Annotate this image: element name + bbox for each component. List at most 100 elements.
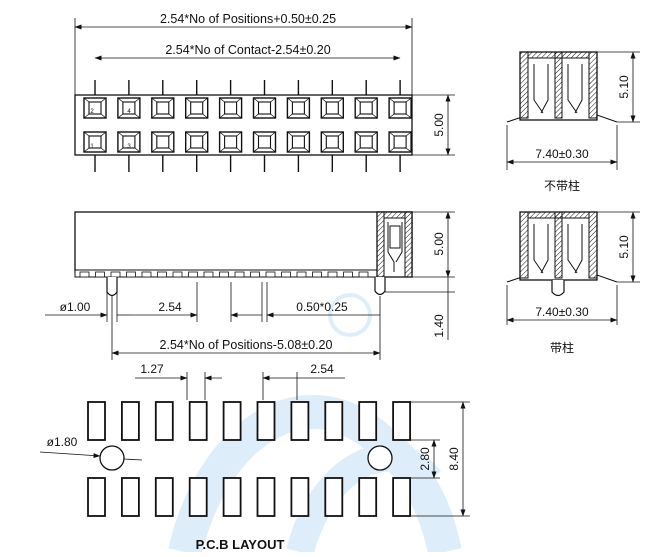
contact-cell-inner — [122, 135, 136, 149]
contact-cell-inner — [190, 101, 204, 115]
cell-chamfer — [304, 113, 310, 119]
cell-chamfer — [134, 97, 141, 103]
cell-chamfer — [134, 131, 141, 137]
cell-chamfer — [270, 147, 276, 153]
cell-chamfer — [117, 97, 124, 103]
standoff-tooth — [188, 271, 198, 278]
pcb-pad-bottom — [188, 477, 208, 517]
cell-chamfer — [202, 113, 208, 119]
cell-chamfer — [253, 113, 259, 119]
contact-cell-inner — [190, 135, 204, 149]
standoff-tooth — [312, 271, 322, 278]
cell-chamfer — [388, 147, 395, 153]
pcb-row-gap-dim: 2.80 — [418, 447, 432, 471]
standoff-tooth — [203, 271, 214, 278]
right-peg — [374, 277, 386, 296]
cell-chamfer — [287, 131, 293, 137]
pcb-pad-bottom — [256, 477, 276, 517]
cell-chamfer — [270, 113, 276, 119]
pcb-pad-width-dim: 1.27 — [140, 362, 164, 376]
end-view-no-post: 5.10 7.40±0.30 不带柱 — [506, 51, 640, 193]
cell-chamfer — [185, 131, 191, 137]
contact-cell-inner — [156, 101, 170, 115]
end-top-caption: 不带柱 — [544, 178, 580, 193]
cell-chamfer — [219, 113, 225, 119]
contact-cell-inner — [359, 135, 373, 149]
end-top-width-dim: 7.40±0.30 — [535, 147, 589, 161]
standoff-tooth — [250, 271, 260, 278]
end-view-post — [551, 280, 565, 297]
contact-cell-inner — [122, 101, 136, 115]
cell-chamfer — [354, 131, 361, 137]
standoff-tooth — [281, 271, 291, 278]
cell-chamfer — [371, 131, 378, 137]
cell-chamfer — [151, 147, 158, 153]
pcb-pad-top — [290, 401, 310, 441]
pcb-pad-top — [256, 401, 276, 441]
cell-chamfer — [253, 97, 259, 103]
contact-cell-inner — [257, 101, 272, 115]
cell-chamfer — [83, 113, 90, 119]
contact-cell-inner — [359, 101, 373, 115]
side-view-section — [376, 211, 413, 278]
pcb-pad-bottom — [154, 477, 174, 517]
cell-chamfer — [83, 131, 90, 137]
contact-span-dim: 2.54*No of Contact-2.54±0.20 — [165, 43, 330, 57]
cell-chamfer — [321, 113, 327, 119]
cell-chamfer — [168, 97, 175, 103]
cell-chamfer — [236, 131, 242, 137]
cell-chamfer — [405, 131, 412, 137]
top-view-contacts — [83, 97, 412, 153]
end-bottom-caption: 带柱 — [550, 340, 574, 355]
pcb-pad-top — [324, 401, 344, 441]
pcb-pad-top — [121, 401, 140, 441]
contact-cell-inner — [88, 101, 102, 115]
cell-chamfer — [151, 113, 158, 119]
pcb-pad-top — [154, 401, 174, 441]
pcb-pad-bottom — [87, 477, 106, 517]
standoff-tooth — [219, 271, 229, 278]
side-view: 5.00 1.40 ø1.00 2.54 0.50*0.25 2.54*No o… — [45, 211, 455, 360]
pcb-pad-bottom — [222, 477, 242, 517]
end-bottom-width-dim: 7.40±0.30 — [535, 305, 589, 319]
standoff-tooth — [126, 271, 136, 278]
cell-chamfer — [202, 147, 208, 153]
top-view: 2.54*No of Positions+0.50±0.25 2.54*No o… — [74, 12, 455, 172]
cell-chamfer — [219, 147, 225, 153]
pcb-pad-top — [392, 401, 412, 441]
side-pin-size-dim: 0.50*0.25 — [296, 300, 348, 314]
cell-chamfer — [405, 113, 412, 119]
pcb-pad-bottom — [392, 477, 412, 517]
peg-span-dim: 2.54*No of Positions-5.08±0.20 — [160, 338, 333, 352]
end-bottom-height-dim: 5.10 — [617, 235, 631, 259]
contact-cell-inner — [224, 101, 238, 115]
cell-chamfer — [236, 113, 242, 119]
top-view-pins — [94, 80, 401, 172]
contact-cell-inner — [325, 135, 339, 149]
standoff-tooth — [234, 271, 245, 278]
cell-chamfer — [219, 97, 225, 103]
standoff-tooth — [95, 271, 105, 278]
pin-label-3: 3 — [127, 144, 131, 150]
end-view-with-post: 5.10 7.40±0.30 带柱 — [506, 211, 640, 355]
left-peg — [106, 277, 118, 297]
cell-chamfer — [151, 131, 158, 137]
pcb-pad-top — [358, 401, 378, 441]
pin-label-2: 2 — [90, 109, 94, 115]
pcb-pads — [87, 401, 412, 517]
cell-chamfer — [354, 147, 361, 153]
side-height-dim: 5.00 — [432, 232, 446, 256]
cell-chamfer — [253, 147, 259, 153]
cell-chamfer — [117, 113, 124, 119]
cell-chamfer — [117, 131, 124, 137]
standoff-tooth — [157, 271, 167, 278]
contact-cell-inner — [257, 135, 272, 149]
standoff-tooth — [296, 271, 307, 278]
overall-length-dim: 2.54*No of Positions+0.50±0.25 — [160, 12, 336, 26]
cell-chamfer — [185, 147, 191, 153]
cell-chamfer — [388, 113, 395, 119]
standoff-tooth — [110, 271, 121, 278]
pcb-hole-dim: ø1.80 — [47, 435, 78, 449]
pcb-pad-top — [87, 401, 106, 441]
standoff-tooth — [358, 271, 369, 278]
